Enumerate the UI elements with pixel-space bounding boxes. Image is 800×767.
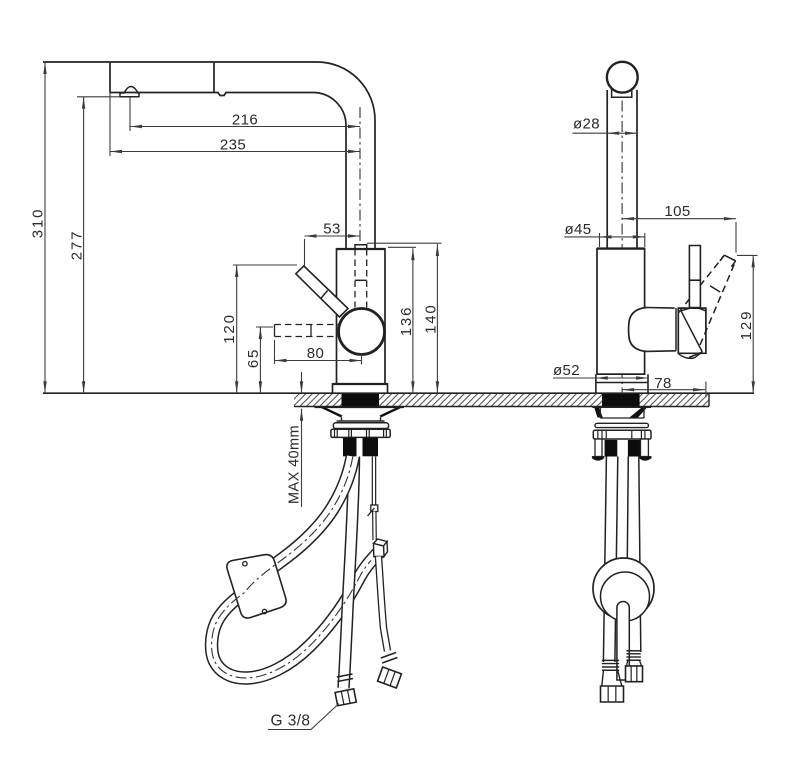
svg-text:53: 53 (323, 221, 341, 238)
svg-text:ø28: ø28 (573, 116, 600, 133)
svg-text:216: 216 (232, 112, 258, 129)
svg-text:140: 140 (423, 303, 440, 333)
svg-text:80: 80 (307, 345, 325, 362)
svg-text:277: 277 (69, 230, 86, 260)
svg-text:78: 78 (654, 375, 672, 392)
svg-text:310: 310 (30, 208, 47, 238)
svg-text:65: 65 (245, 348, 262, 368)
svg-text:235: 235 (220, 137, 246, 154)
svg-text:120: 120 (221, 313, 238, 343)
svg-text:MAX 40mm: MAX 40mm (287, 425, 303, 504)
svg-text:105: 105 (664, 203, 690, 220)
svg-text:129: 129 (738, 310, 755, 340)
svg-text:ø52: ø52 (553, 362, 580, 379)
svg-text:ø45: ø45 (564, 221, 591, 238)
svg-text:G 3/8: G 3/8 (271, 713, 311, 730)
svg-text:136: 136 (398, 306, 415, 336)
